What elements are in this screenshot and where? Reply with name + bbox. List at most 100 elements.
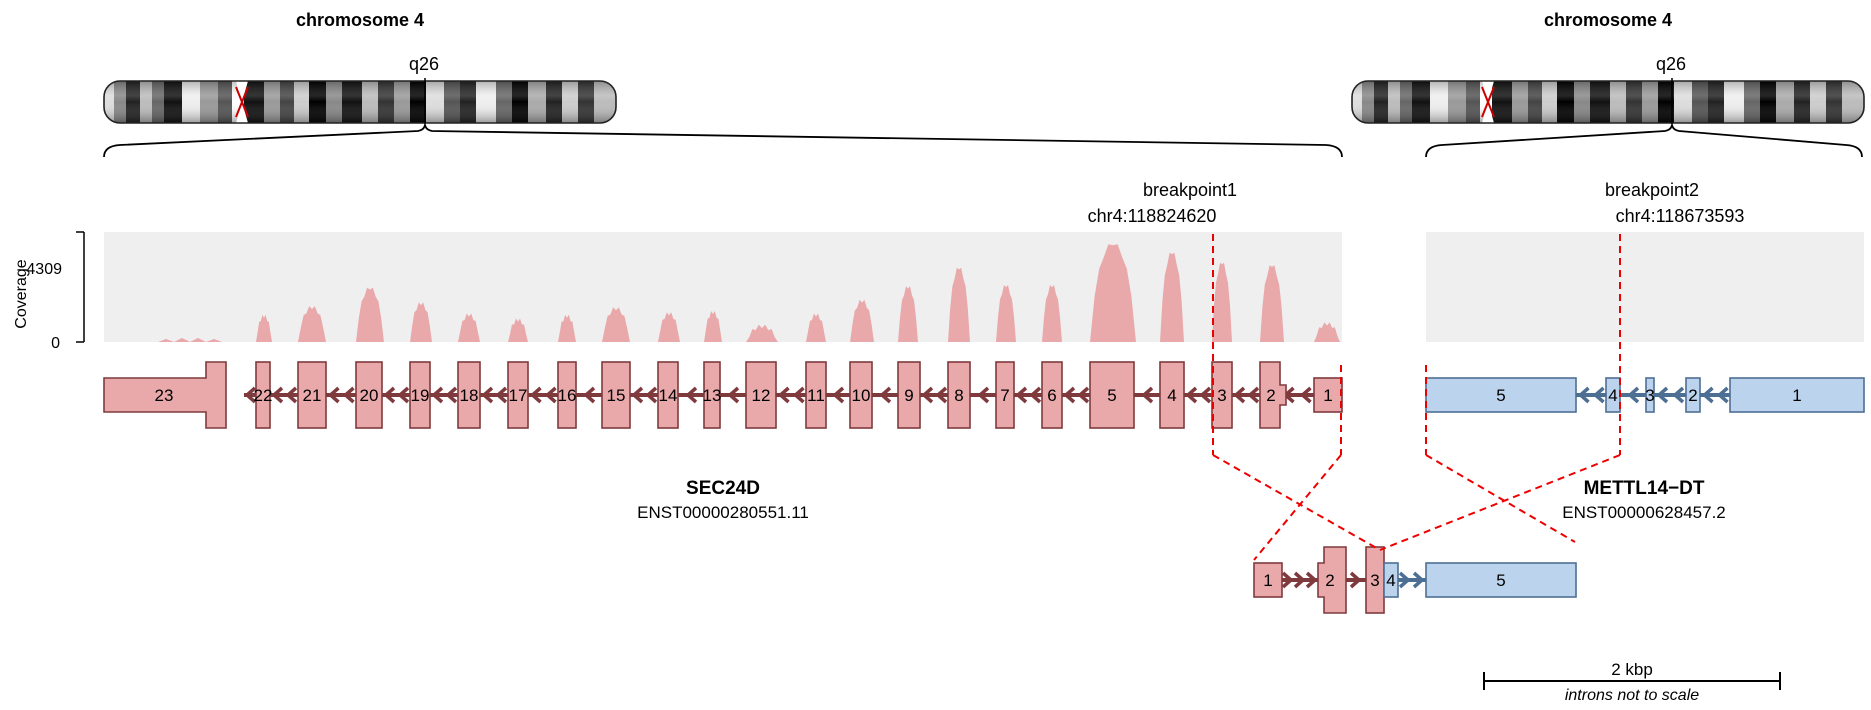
left-zoom-bracket xyxy=(103,124,1343,158)
coverage-peak xyxy=(806,313,826,342)
coverage-peak xyxy=(1212,262,1232,342)
exon-7: 7 xyxy=(995,361,1015,429)
coverage-axis-title: Coverage xyxy=(13,259,30,328)
exon-18: 18 xyxy=(457,361,481,429)
coverage-peak xyxy=(1090,244,1136,342)
fusion-exon-5: 5 xyxy=(1425,562,1577,598)
fusion-exon-1: 1 xyxy=(1253,562,1283,598)
fusion-exon-2: 2 xyxy=(1317,546,1347,614)
exon-19: 19 xyxy=(409,361,431,429)
left-band-label: q26 xyxy=(409,54,439,74)
svg-text:16: 16 xyxy=(558,386,577,405)
svg-text:15: 15 xyxy=(607,386,626,405)
coverage-max-label: 4309 xyxy=(26,261,62,278)
exon-1: 1 xyxy=(1313,377,1343,413)
exon-21: 21 xyxy=(297,361,327,429)
fusion-exon-3: 3 xyxy=(1365,546,1385,614)
exon-11: 11 xyxy=(805,361,827,429)
breakpoint2-label: breakpoint2 xyxy=(1605,180,1699,200)
svg-text:19: 19 xyxy=(411,386,430,405)
svg-text:2: 2 xyxy=(1325,571,1334,590)
scale-bar xyxy=(1483,672,1781,690)
svg-text:18: 18 xyxy=(460,386,479,405)
svg-text:11: 11 xyxy=(807,386,825,405)
exon-4: 4 xyxy=(1159,361,1185,429)
svg-text:4: 4 xyxy=(1608,386,1617,405)
exon-3: 3 xyxy=(1645,377,1655,413)
svg-text:5: 5 xyxy=(1496,571,1505,590)
scale-bar-label: 2 kbp xyxy=(1611,660,1653,679)
svg-text:4: 4 xyxy=(1386,571,1395,590)
svg-text:3: 3 xyxy=(1217,386,1226,405)
coverage-peak xyxy=(1260,265,1284,342)
svg-text:17: 17 xyxy=(509,386,528,405)
svg-text:22: 22 xyxy=(254,386,273,405)
right-band-label: q26 xyxy=(1656,54,1686,74)
breakpoint-lines xyxy=(1212,234,1621,561)
exon-13: 13 xyxy=(703,361,721,429)
exon-1: 1 xyxy=(1729,377,1865,413)
svg-text:8: 8 xyxy=(954,386,963,405)
svg-text:1: 1 xyxy=(1323,386,1332,405)
coverage-peak xyxy=(356,287,384,342)
right-gene-name: METTL14−DT xyxy=(1584,478,1705,499)
coverage-peak xyxy=(508,318,528,342)
scale-bar-note: introns not to scale xyxy=(1565,687,1699,704)
coverage-peak xyxy=(256,314,272,342)
coverage-peak xyxy=(1314,322,1340,342)
svg-text:2: 2 xyxy=(1266,386,1275,405)
svg-text:23: 23 xyxy=(155,386,174,405)
coverage-track xyxy=(150,244,1340,342)
svg-text:1: 1 xyxy=(1263,571,1272,590)
exon-8: 8 xyxy=(947,361,971,429)
left-transcript-id: ENST00000280551.11 xyxy=(637,503,809,522)
svg-text:3: 3 xyxy=(1645,386,1654,405)
svg-text:5: 5 xyxy=(1496,386,1505,405)
exon-5: 5 xyxy=(1425,377,1577,413)
coverage-peak xyxy=(658,312,680,342)
breakpoint2-coordinate: chr4:118673593 xyxy=(1616,206,1745,226)
coverage-peak xyxy=(558,314,576,342)
svg-text:1: 1 xyxy=(1792,386,1801,405)
exon-2: 2 xyxy=(1685,377,1701,413)
coverage-peak xyxy=(298,306,326,342)
exon-14: 14 xyxy=(657,361,679,429)
breakpoint1-label: breakpoint1 xyxy=(1143,180,1237,200)
exon-17: 17 xyxy=(507,361,529,429)
left-coverage-background xyxy=(104,232,1342,342)
right-zoom-bracket xyxy=(1425,124,1863,158)
coverage-peak xyxy=(948,267,970,342)
coverage-min-label: 0 xyxy=(51,335,60,352)
exon-4: 4 xyxy=(1605,377,1621,413)
exon-10: 10 xyxy=(849,361,873,429)
coverage-axis xyxy=(76,231,85,343)
exon-2: 2 xyxy=(1259,361,1287,429)
right-chromosome-title: chromosome 4 xyxy=(1544,10,1672,30)
exon-5: 5 xyxy=(1089,361,1135,429)
svg-text:9: 9 xyxy=(904,386,913,405)
svg-text:4: 4 xyxy=(1167,386,1176,405)
left-gene-name: SEC24D xyxy=(686,478,760,499)
right-gene-model: 5 4 3 2 1 xyxy=(1425,377,1865,413)
exon-22: 22 xyxy=(254,361,273,429)
coverage-peak xyxy=(1160,252,1184,342)
exon-12: 12 xyxy=(745,361,777,429)
svg-text:12: 12 xyxy=(752,386,771,405)
right-transcript-id: ENST00000628457.2 xyxy=(1562,503,1726,522)
coverage-peak xyxy=(458,313,480,342)
exon-20: 20 xyxy=(355,361,383,429)
right-chromosome-ideogram xyxy=(1351,78,1865,126)
coverage-peak xyxy=(1042,285,1062,342)
exon-6: 6 xyxy=(1041,361,1063,429)
left-chromosome-title: chromosome 4 xyxy=(296,10,424,30)
exon-15: 15 xyxy=(601,361,631,429)
coverage-peak xyxy=(704,311,722,342)
svg-text:2: 2 xyxy=(1688,386,1697,405)
svg-text:14: 14 xyxy=(659,386,678,405)
svg-text:20: 20 xyxy=(360,386,379,405)
coverage-peak xyxy=(996,285,1016,342)
coverage-peak xyxy=(602,307,630,342)
exon-3: 3 xyxy=(1211,361,1233,429)
